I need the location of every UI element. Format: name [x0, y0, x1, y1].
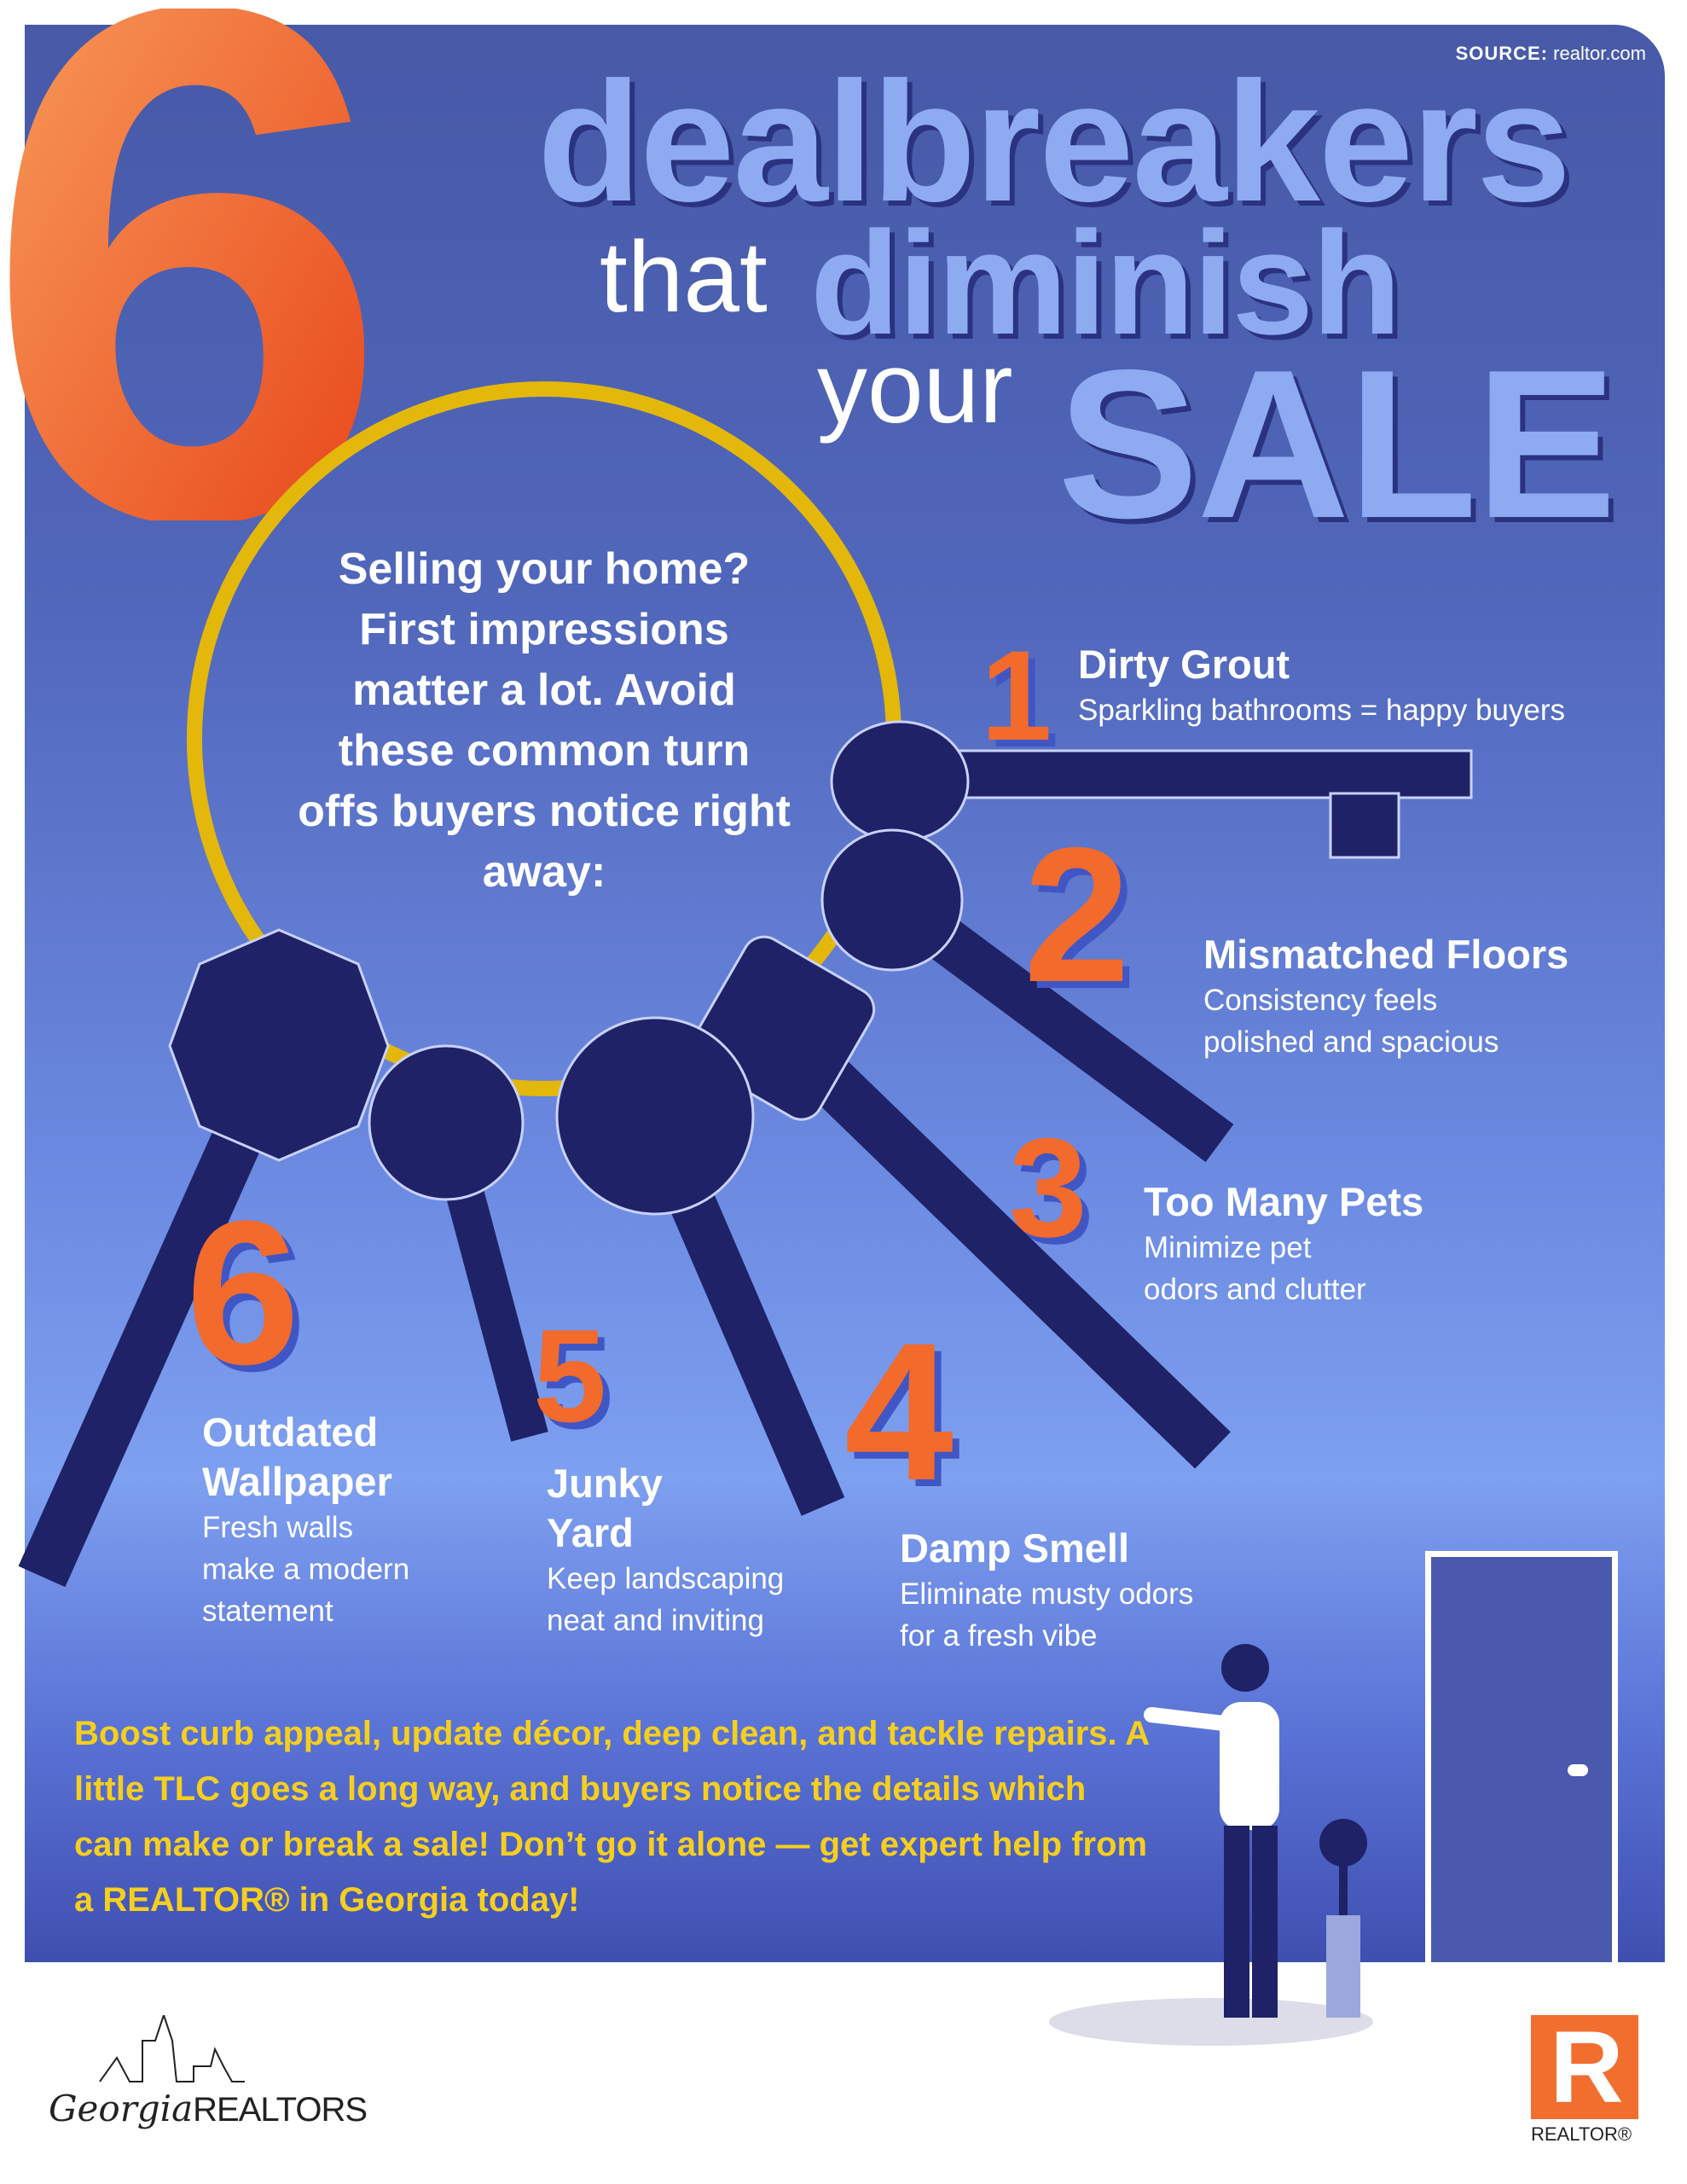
source-credit: SOURCE: realtor.com — [1456, 43, 1646, 65]
skyline-icon — [99, 2012, 245, 2082]
door-knob — [1568, 1764, 1588, 1776]
realtor-r-mark: R — [1550, 2015, 1624, 2119]
item-6: Outdated Wallpaper Fresh walls make a mo… — [202, 1408, 409, 1632]
item-5-number: 5 — [533, 1302, 607, 1449]
intro-text: Selling your home? First impressions mat… — [298, 544, 791, 897]
key-2 — [820, 828, 1234, 1163]
item-4-desc-line: Eliminate musty odors — [900, 1577, 1194, 1611]
realtor-wordmark: REALTOR® — [1531, 2123, 1632, 2145]
realtor-logo: R REALTOR® — [1531, 2015, 1638, 2146]
realtor-r-block: R — [1531, 2015, 1638, 2119]
item-2-number: 2 — [1023, 807, 1131, 1022]
item-4: Damp Smell Eliminate musty odors for a f… — [900, 1524, 1193, 1657]
title-your: your — [817, 332, 1013, 444]
item-3-desc-line: Minimize pet — [1144, 1231, 1312, 1264]
item-5-desc-line: Keep landscaping — [547, 1562, 785, 1595]
item-6-desc-line: statement — [202, 1594, 333, 1628]
item-5-desc-line: neat and inviting — [547, 1604, 764, 1637]
source-value: realtor.com — [1553, 43, 1646, 64]
item-5: Junky Yard Keep landscaping neat and inv… — [547, 1459, 784, 1641]
item-3: Too Many Pets Minimize pet odors and clu… — [1144, 1177, 1423, 1310]
georgia-realtors-logo: GeorgiaREALTORS — [49, 2012, 368, 2135]
item-6-title-line: Wallpaper — [202, 1459, 392, 1504]
title-dealbreakers: dealbreakers — [537, 47, 1571, 237]
item-2-desc-line: polished and spacious — [1203, 1025, 1499, 1059]
item-6-desc-line: Fresh walls — [202, 1511, 353, 1544]
title-that: that — [600, 221, 768, 334]
georgia-script: Georgia — [49, 2088, 194, 2129]
item-1-desc: Sparkling bathrooms = happy buyers — [1078, 694, 1566, 727]
item-3-desc-line: odors and clutter — [1144, 1273, 1366, 1306]
title-diminish: diminish — [810, 201, 1401, 365]
item-2-desc-line: Consistency feels — [1203, 984, 1438, 1017]
item-6-desc-line: make a modern — [202, 1553, 410, 1586]
title-sale: SALE — [1058, 325, 1616, 562]
item-4-title: Damp Smell — [900, 1525, 1130, 1571]
item-6-title-line: Outdated — [202, 1409, 379, 1455]
item-3-number: 3 — [1009, 1109, 1087, 1266]
key-6 — [18, 928, 390, 1588]
door-illustration — [1425, 1551, 1618, 1962]
person-illustration — [1049, 1644, 1373, 2046]
source-label: SOURCE: — [1455, 43, 1549, 64]
item-1-title: Dirty Grout — [1078, 642, 1290, 687]
key-5 — [368, 1044, 548, 1442]
item-1-number: 1 — [981, 624, 1052, 767]
item-4-number: 4 — [844, 1302, 954, 1521]
key-1 — [830, 720, 1473, 859]
item-3-title: Too Many Pets — [1144, 1179, 1424, 1224]
key-4 — [555, 1016, 845, 1516]
item-1: Dirty Grout Sparkling bathrooms = happy … — [1078, 640, 1565, 731]
keys — [18, 720, 1473, 1588]
item-4-desc-line: for a fresh vibe — [900, 1619, 1098, 1653]
item-5-title-line: Yard — [547, 1510, 634, 1555]
item-6-number: 6 — [186, 1178, 300, 1407]
georgia-caps: REALTORS — [193, 2091, 368, 2129]
item-5-title-line: Junky — [547, 1461, 663, 1506]
item-2-title: Mismatched Floors — [1203, 932, 1569, 977]
call-to-action-text: Boost curb appeal, update décor, deep cl… — [74, 1715, 1149, 1919]
item-2: Mismatched Floors Consistency feels poli… — [1203, 930, 1568, 1063]
